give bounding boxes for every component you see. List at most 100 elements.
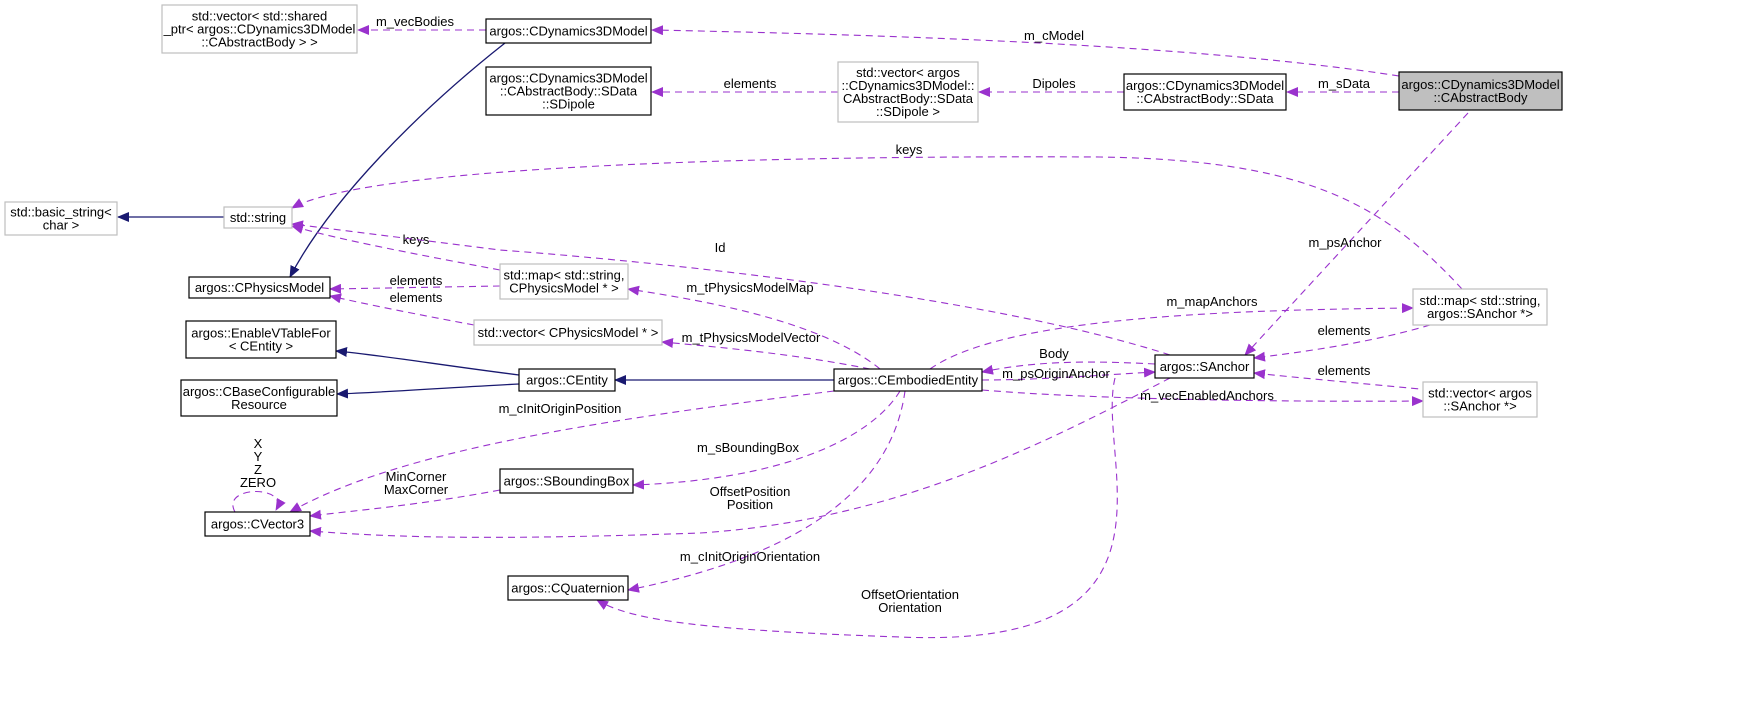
edge-label: MaxCorner bbox=[384, 482, 449, 497]
class-node-box bbox=[188, 276, 331, 299]
usage-arrow bbox=[291, 224, 501, 271]
edge-dyn-inherits-physicsmodel bbox=[289, 42, 506, 278]
class-node-label: argos::CEntity bbox=[526, 373, 608, 388]
usage-arrow bbox=[981, 361, 1156, 375]
edge-dyn-to-vecbodies: m_vecBodies bbox=[357, 14, 486, 35]
class-node-box bbox=[1154, 354, 1255, 379]
class-node-sanchor[interactable]: argos::SAnchor bbox=[1154, 354, 1255, 379]
class-node-vector-physicsmodel[interactable]: std::vector< CPhysicsModel * > bbox=[473, 319, 663, 346]
edge-emb-to-mapphysics: m_tPhysicsModelMap bbox=[627, 280, 881, 370]
edge-label: elements bbox=[390, 273, 443, 288]
class-node-label: CAbstractBody::SData bbox=[843, 91, 974, 106]
class-node-box bbox=[1412, 288, 1548, 326]
class-node-box bbox=[4, 201, 118, 236]
class-node-label: argos::CQuaternion bbox=[511, 581, 624, 596]
edge-emb-to-cquaternion: m_cInitOriginOrientation bbox=[627, 390, 906, 593]
class-node-label: ::SAnchor *> bbox=[1443, 399, 1516, 414]
class-node-box bbox=[1398, 71, 1563, 111]
class-node-label: std::map< std::string, bbox=[503, 268, 624, 283]
class-node-label: std::string bbox=[230, 210, 286, 225]
class-node-cembodiedentity[interactable]: argos::CEmbodiedEntity bbox=[833, 368, 983, 392]
class-node-label: argos::CVector3 bbox=[211, 517, 304, 532]
edge-label: m_vecBodies bbox=[376, 14, 455, 29]
edge-label: m_sBoundingBox bbox=[697, 440, 799, 455]
edge-label: keys bbox=[403, 232, 430, 247]
usage-arrow bbox=[651, 25, 1400, 77]
class-node-map-physicsmodel[interactable]: std::map< std::string,CPhysicsModel * > bbox=[499, 263, 629, 300]
class-node-vector-sanchor[interactable]: std::vector< argos::SAnchor *> bbox=[1422, 381, 1538, 418]
class-node-sdipole-vec[interactable]: std::vector< argos::CDynamics3DModel::CA… bbox=[837, 61, 979, 123]
edge-label: m_tPhysicsModelVector bbox=[682, 330, 821, 345]
class-node-cdynamics3dmodel[interactable]: argos::CDynamics3DModel bbox=[485, 18, 652, 44]
class-node-cabstractbody[interactable]: argos::CDynamics3DModel::CAbstractBody bbox=[1398, 71, 1563, 111]
inheritance-arrow bbox=[335, 347, 520, 376]
class-node-label: ::CDynamics3DModel:: bbox=[842, 78, 975, 93]
edge-label: ZERO bbox=[240, 475, 276, 490]
class-node-cphysicsmodel[interactable]: argos::CPhysicsModel bbox=[188, 276, 331, 299]
edge-body-to-dyn: m_cModel bbox=[651, 25, 1400, 77]
class-node-box bbox=[1123, 73, 1287, 111]
class-node-box bbox=[204, 511, 311, 537]
class-node-label: argos::SBoundingBox bbox=[504, 474, 630, 489]
edge-label: m_tPhysicsModelMap bbox=[686, 280, 813, 295]
edge-label: Body bbox=[1039, 346, 1069, 361]
class-node-label: argos::CBaseConfigurable bbox=[183, 384, 335, 399]
class-node-map-sanchor[interactable]: std::map< std::string,argos::SAnchor *> bbox=[1412, 288, 1548, 326]
edge-label: m_cInitOriginOrientation bbox=[680, 549, 820, 564]
edge-sanchor-id-string: Id bbox=[291, 220, 1171, 356]
edge-sdata-to-sdipolevec: Dipoles bbox=[978, 76, 1124, 97]
class-node-label: Resource bbox=[231, 397, 287, 412]
edge-label: m_psOriginAnchor bbox=[1002, 366, 1110, 381]
edge-label: elements bbox=[724, 76, 777, 91]
edge-emb-to-mapsanchor: m_mapAnchors bbox=[929, 294, 1414, 370]
class-node-cvector3[interactable]: argos::CVector3 bbox=[204, 511, 311, 537]
edge-label: elements bbox=[390, 290, 443, 305]
usage-arrow bbox=[661, 337, 871, 370]
edge-label: Z bbox=[254, 462, 262, 477]
edge-label: m_psAnchor bbox=[1309, 235, 1383, 250]
edge-label: OffsetOrientation bbox=[861, 587, 959, 602]
class-node-box bbox=[161, 4, 358, 54]
edge-mapsanchor-keys-string: keys bbox=[291, 142, 1463, 290]
edge-label: Position bbox=[727, 497, 773, 512]
class-node-sdata[interactable]: argos::CDynamics3DModel::CAbstractBody::… bbox=[1123, 73, 1287, 111]
class-node-label: std::vector< std::shared bbox=[192, 9, 327, 24]
class-node-label: ::SDipole > bbox=[876, 104, 940, 119]
class-node-label: std::vector< CPhysicsModel * > bbox=[478, 325, 659, 340]
usage-arrow bbox=[981, 367, 1156, 381]
class-node-label: ::CAbstractBody::SData bbox=[1136, 91, 1274, 106]
class-node-label: argos::CPhysicsModel bbox=[195, 280, 324, 295]
class-node-enablevtable[interactable]: argos::EnableVTableFor< CEntity > bbox=[185, 320, 337, 359]
class-node-box bbox=[833, 368, 983, 392]
usage-arrow bbox=[1253, 369, 1431, 391]
edge-label: elements bbox=[1318, 363, 1371, 378]
edge-label: Id bbox=[715, 240, 726, 255]
class-node-label: argos::CEmbodiedEntity bbox=[838, 373, 979, 388]
class-node-shared-ptr-vec[interactable]: std::vector< std::shared_ptr< argos::CDy… bbox=[161, 4, 358, 54]
usage-arrow bbox=[981, 389, 1424, 407]
class-node-box bbox=[507, 575, 629, 601]
edge-emb-to-sanchor: m_psOriginAnchor bbox=[981, 366, 1156, 381]
usage-arrow bbox=[1244, 112, 1469, 356]
class-node-label: ::CAbstractBody bbox=[1434, 90, 1528, 105]
edge-emb-to-sbox: m_sBoundingBox bbox=[632, 390, 901, 490]
class-node-basic-string[interactable]: std::basic_string<char > bbox=[4, 201, 118, 236]
class-node-box bbox=[485, 66, 652, 116]
class-node-label: argos::CDynamics3DModel bbox=[1126, 78, 1284, 93]
class-node-sdipole[interactable]: argos::CDynamics3DModel::CAbstractBody::… bbox=[485, 66, 652, 116]
class-node-cquaternion[interactable]: argos::CQuaternion bbox=[507, 575, 629, 601]
usage-arrow bbox=[291, 156, 1463, 290]
inheritance-arrow bbox=[289, 42, 506, 278]
edge-label: m_cInitOriginPosition bbox=[499, 401, 622, 416]
edge-label: elements bbox=[1318, 323, 1371, 338]
edge-centity-inherits-enablevtable bbox=[335, 347, 520, 376]
class-node-label: std::vector< argos bbox=[1428, 386, 1532, 401]
class-node-label: argos::CDynamics3DModel bbox=[1401, 77, 1559, 92]
class-node-label: argos::CDynamics3DModel bbox=[489, 24, 647, 39]
class-node-sboundingbox[interactable]: argos::SBoundingBox bbox=[499, 468, 634, 494]
class-node-centity[interactable]: argos::CEntity bbox=[518, 368, 616, 392]
class-node-string[interactable]: std::string bbox=[223, 206, 293, 229]
